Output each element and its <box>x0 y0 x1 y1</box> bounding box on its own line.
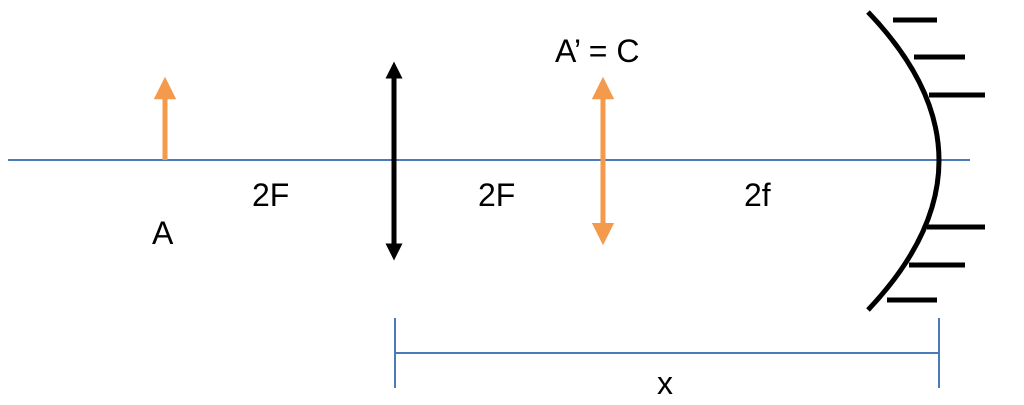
distance-label: x <box>657 365 673 401</box>
image-label: A’ = C <box>555 33 639 69</box>
concave-mirror <box>866 10 985 312</box>
focal-point-label-right: 2F <box>478 177 515 213</box>
mirror-focal-label: 2f <box>744 177 771 213</box>
focal-point-label-left: 2F <box>252 177 289 213</box>
distance-dimension <box>394 318 940 388</box>
mirror-surface <box>866 10 942 312</box>
object-label: A <box>152 215 174 251</box>
